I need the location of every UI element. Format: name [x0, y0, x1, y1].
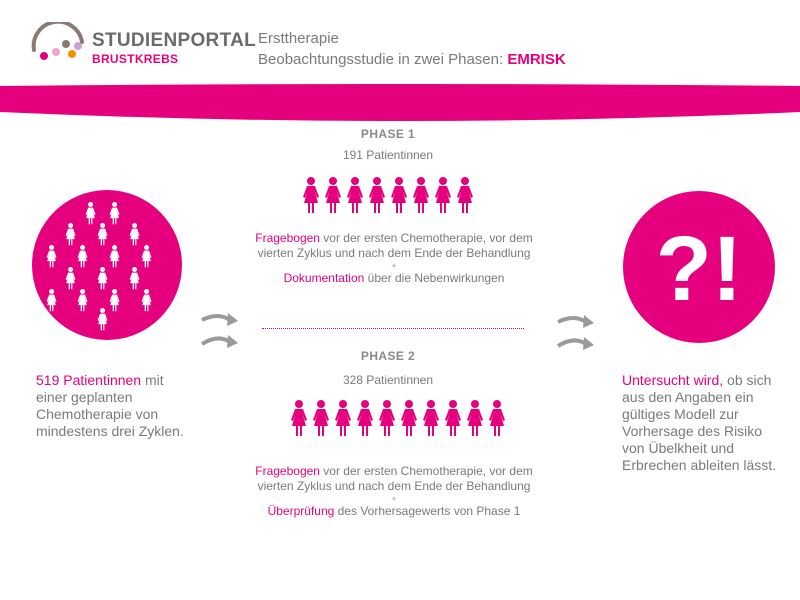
woman-icon — [457, 177, 473, 213]
header-band — [0, 84, 800, 121]
woman-icon — [97, 223, 108, 246]
woman-icon — [347, 177, 363, 213]
woman-icon — [141, 245, 152, 268]
phase1-patient-icons — [300, 175, 476, 215]
woman-icon — [85, 202, 96, 225]
question-exclamation-symbol: ?! — [656, 218, 743, 320]
woman-icon — [65, 267, 76, 290]
phase1-description: Fragebogen vor der ersten Chemotherapie,… — [255, 231, 533, 285]
woman-icon — [489, 400, 505, 436]
phase-divider — [262, 328, 524, 329]
woman-icon — [46, 289, 57, 312]
woman-icon — [313, 400, 329, 436]
woman-icon — [445, 400, 461, 436]
right-description: Untersucht wird, ob sich aus den Angaben… — [622, 372, 777, 473]
phase2-patient-icons — [288, 398, 508, 438]
logo-icon — [31, 22, 84, 60]
page-title: Ersttherapie — [258, 30, 339, 47]
woman-icon — [335, 400, 351, 436]
woman-icon — [77, 289, 88, 312]
phase1-count: 191 Patientinnen — [342, 148, 434, 162]
woman-icon — [357, 400, 373, 436]
arrows-right-icon — [556, 315, 594, 350]
woman-icon — [379, 400, 395, 436]
woman-icon — [291, 400, 307, 436]
woman-icon — [325, 177, 341, 213]
woman-icon — [109, 289, 120, 312]
woman-icon — [109, 245, 120, 268]
logo-line2: BRUSTKREBS — [92, 52, 179, 66]
woman-icon — [467, 400, 483, 436]
woman-icon — [391, 177, 407, 213]
left-description: 519 Patientinnen mit einer geplanten Che… — [36, 372, 184, 439]
phase2-description: Fragebogen vor der ersten Chemotherapie,… — [255, 464, 533, 518]
patient-icons-row — [303, 177, 473, 213]
woman-icon — [109, 202, 120, 225]
woman-icon — [423, 400, 439, 436]
patient-icons-row — [291, 400, 505, 436]
phase1-title: PHASE 1 — [360, 127, 416, 141]
woman-icon — [46, 245, 57, 268]
woman-icon — [129, 267, 140, 290]
right-question-circle: ?! — [623, 191, 775, 343]
woman-icon — [401, 400, 417, 436]
left-patient-circle — [32, 190, 182, 340]
arrows-left-icon — [200, 313, 238, 348]
woman-icon — [435, 177, 451, 213]
woman-icon — [141, 289, 152, 312]
woman-icon — [65, 223, 76, 246]
woman-icon — [129, 223, 140, 246]
woman-icon — [303, 177, 319, 213]
woman-icon — [97, 267, 108, 290]
woman-icon — [97, 308, 108, 331]
woman-icon — [369, 177, 385, 213]
logo-line1: STUDIENPORTAL — [92, 30, 256, 51]
phase2-count: 328 Patientinnen — [342, 373, 434, 387]
page-subtitle: Beobachtungsstudie in zwei Phasen: EMRIS… — [258, 51, 566, 68]
phase2-title: PHASE 2 — [360, 349, 416, 363]
woman-icon — [77, 245, 88, 268]
study-name: EMRISK — [507, 51, 566, 68]
woman-icon — [413, 177, 429, 213]
